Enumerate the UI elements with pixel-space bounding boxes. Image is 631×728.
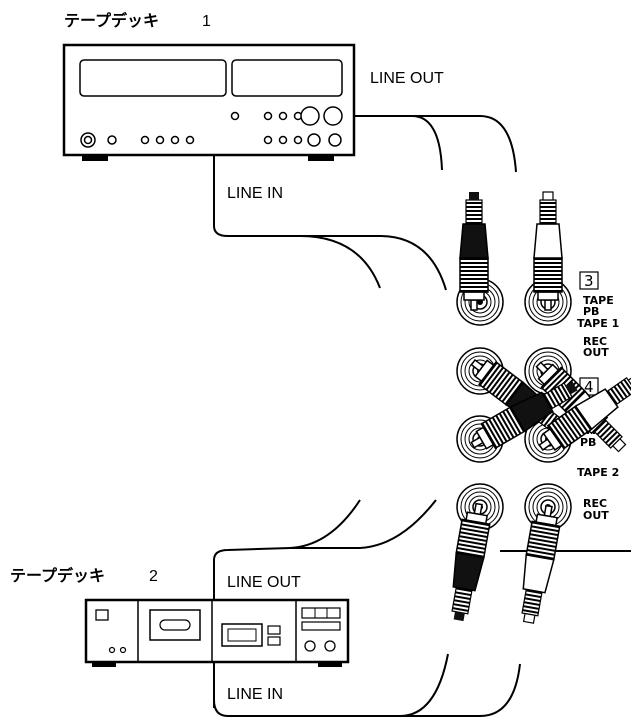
deck1-title: テープデッキ 1: [64, 11, 211, 30]
tape2-pb-label-2: PB: [580, 436, 596, 449]
tape1-pb-label-2: PB: [583, 305, 599, 318]
deck1-title-num: 1: [202, 13, 211, 30]
tape1-box-top-num: 3: [584, 272, 594, 290]
plug-deck2-in-dark: [444, 500, 494, 624]
tape-deck-2: [84, 598, 350, 667]
deck1-display: [231, 59, 343, 97]
cable-deck2-out-2: [290, 499, 437, 549]
tape-deck-1: [62, 43, 356, 161]
tape1-box-top: [579, 271, 599, 290]
deck1-foot-left: [82, 155, 108, 161]
tape2-rec-label-2: OUT: [583, 509, 609, 522]
tape1-pb-label-1: TAPE: [583, 294, 614, 307]
tape2-name-label: TAPE 2: [577, 466, 619, 479]
tape1-name-label: TAPE 1: [577, 317, 619, 330]
cables: [213, 115, 631, 717]
cable-deck1-in-1: [213, 156, 381, 289]
deck1-line-in-label: LINE IN: [227, 185, 283, 202]
deck1-cassette-window: [79, 59, 227, 97]
plug-deck1-out-white: [533, 191, 563, 311]
tape1-rec-label-2: OUT: [583, 346, 609, 359]
cable-deck2-in-2: [400, 663, 521, 717]
cable-deck1-in-2: [300, 235, 447, 291]
deck2-title-num: 2: [149, 568, 158, 585]
deck1-title-text: テープデッキ: [64, 11, 159, 30]
plug-deck1-out-dark: [459, 191, 489, 311]
cable-deck1-out-1: [352, 115, 443, 171]
deck2-title: テープデッキ 2: [10, 566, 158, 585]
cable-deck1-out-2: [352, 115, 517, 173]
plug-deck2-in-white: [514, 502, 564, 626]
deck1-line-out-label: LINE OUT: [370, 70, 444, 87]
deck1-foot-right: [308, 155, 334, 161]
tape1-rec-label-1: REC: [583, 335, 607, 348]
deck2-title-text: テープデッキ: [10, 566, 105, 585]
deck2-line-in-label: LINE IN: [227, 686, 283, 703]
tape2-rec-label-1: REC: [583, 497, 607, 510]
tape1-box-bottom-num: 4: [584, 378, 594, 396]
deck1-buttons: [80, 106, 343, 148]
deck2-line-out-label: LINE OUT: [227, 574, 301, 591]
